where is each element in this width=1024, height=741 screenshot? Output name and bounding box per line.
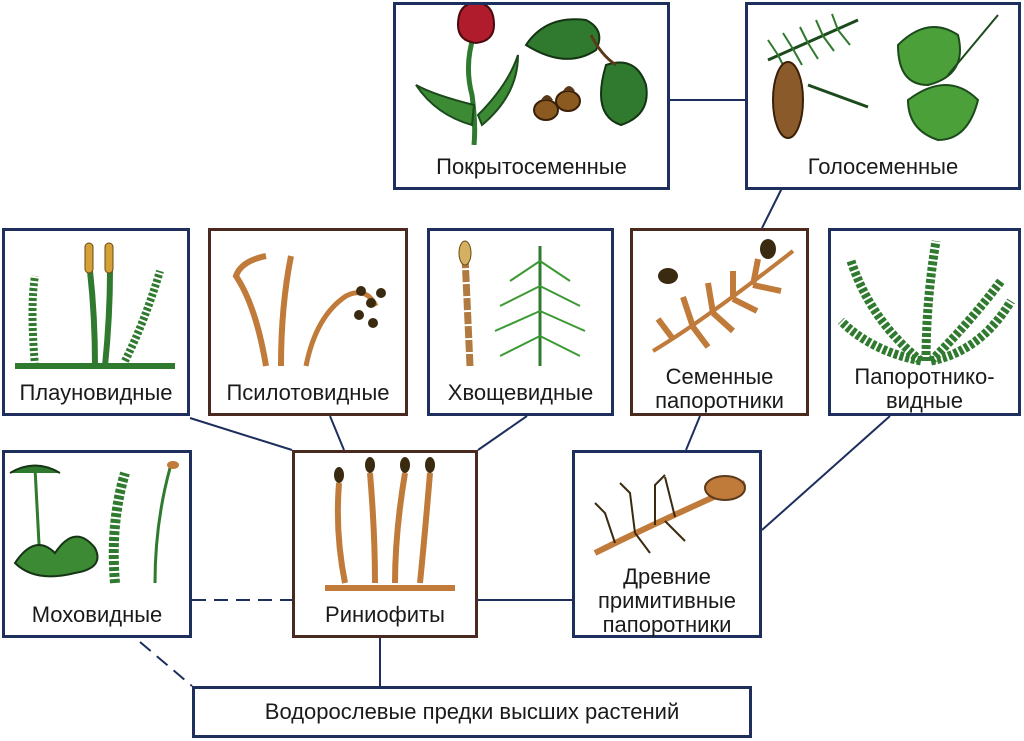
psilotophyte-illustration <box>232 253 386 367</box>
moss-illustration <box>9 461 179 584</box>
label-seed-ferns: Семенные папоротники <box>633 365 806 413</box>
label-algal-ancestors: Водорослевые предки высших растений <box>264 699 680 724</box>
label-horsetails: Хвощевидные <box>447 380 594 405</box>
fern-illustration <box>837 240 1015 366</box>
label-ancient-ferns-line2: примитивные <box>597 588 737 613</box>
label-ancient-ferns: Древние примитивные папоротники <box>575 565 759 637</box>
label-gymnosperms: Голосеменные <box>807 154 959 179</box>
node-lycophytes: Плауновидные <box>2 228 190 416</box>
tulip-oak-illustration <box>415 5 648 145</box>
lycophyte-illustration <box>15 242 175 369</box>
node-gymnosperms: Голосеменные <box>745 2 1021 190</box>
label-angiosperms: Покрытосеменные <box>436 154 627 179</box>
node-mosses: Моховидные <box>2 450 192 638</box>
connector-horsetails-rhyniophytes <box>477 415 528 451</box>
node-seed-ferns: Семенные папоротники <box>630 228 809 416</box>
connector-seedferns-ancientferns <box>685 415 701 451</box>
label-lycophytes: Плауновидные <box>19 380 173 405</box>
connector-lycophytes-rhyniophytes <box>189 417 293 451</box>
label-mosses: Моховидные <box>31 602 163 627</box>
node-rhyniophytes: Риниофиты <box>292 450 478 638</box>
node-algal-ancestors: Водорослевые предки высших растений <box>192 686 752 738</box>
label-rhyniophytes: Риниофиты <box>325 602 445 627</box>
seed-fern-illustration <box>651 239 795 353</box>
node-psilotophytes: Псилотовидные <box>208 228 408 416</box>
label-psilotophytes: Псилотовидные <box>226 380 390 405</box>
label-ancient-ferns-line3: папоротники <box>602 612 732 637</box>
pine-ginkgo-illustration <box>767 13 999 142</box>
node-horsetails: Хвощевидные <box>427 228 614 416</box>
label-seed-ferns-line1: Семенные <box>665 364 774 389</box>
node-angiosperms: Покрытосеменные <box>393 2 670 190</box>
node-ferns: Папоротнико- видные <box>828 228 1021 416</box>
connector-ferns-ancientferns <box>761 415 891 531</box>
label-seed-ferns-line2: папоротники <box>655 388 784 413</box>
ancient-fern-illustration <box>593 474 747 556</box>
label-ferns: Папоротнико- видные <box>831 365 1018 413</box>
label-ancient-ferns-line1: Древние <box>623 564 711 589</box>
node-ancient-ferns: Древние примитивные папоротники <box>572 450 762 638</box>
label-ferns-line1: Папоротнико- <box>854 364 995 389</box>
connector-mosses-algae <box>139 641 193 687</box>
connector-psilotophytes-rhyniophytes <box>329 415 345 451</box>
horsetail-illustration <box>458 240 586 367</box>
rhyniophyte-illustration <box>325 457 455 591</box>
label-ferns-line2: видные <box>885 388 963 413</box>
connector-gymnosperms-seedferns <box>761 187 783 229</box>
